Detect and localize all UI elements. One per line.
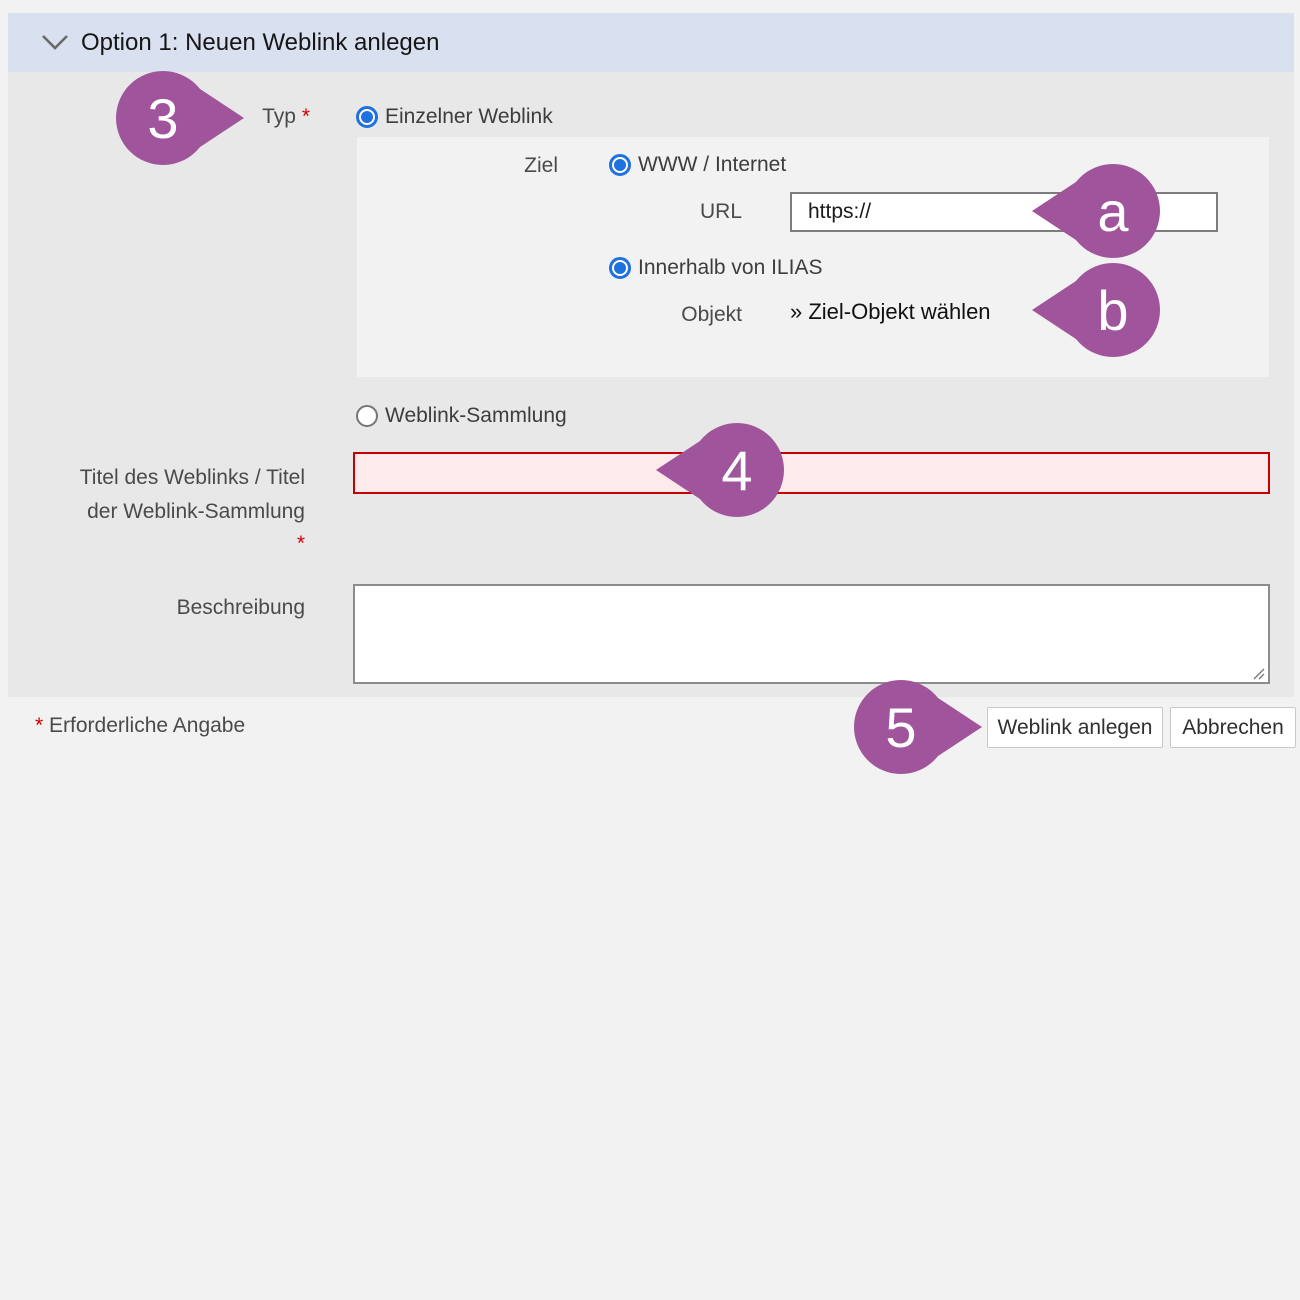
radio-www-internet-label[interactable]: WWW / Internet — [638, 153, 787, 176]
objekt-label: Objekt — [681, 303, 742, 326]
radio-innerhalb-ilias-label[interactable]: Innerhalb von ILIAS — [638, 256, 823, 279]
titel-input[interactable] — [353, 452, 1270, 494]
ziel-objekt-waehlen-link[interactable]: » Ziel-Objekt wählen — [790, 299, 991, 324]
required-asterisk: * — [296, 532, 305, 555]
url-input[interactable] — [790, 192, 1218, 232]
titel-label: Titel des Weblinks / Titel der Weblink-S… — [10, 461, 305, 559]
chevron-down-icon — [42, 35, 68, 50]
typ-label: Typ * — [262, 105, 310, 128]
ziel-label: Ziel — [524, 154, 558, 177]
accordion-header[interactable]: Option 1: Neuen Weblink anlegen — [8, 13, 1294, 72]
radio-weblink-sammlung-label[interactable]: Weblink-Sammlung — [385, 404, 567, 427]
beschreibung-label: Beschreibung — [176, 596, 305, 619]
url-label: URL — [699, 200, 742, 223]
radio-weblink-sammlung[interactable] — [356, 405, 378, 427]
beschreibung-textarea[interactable] — [353, 584, 1270, 684]
radio-einzelner-weblink[interactable] — [356, 106, 378, 128]
required-note: * Erforderliche Angabe — [35, 714, 246, 737]
required-asterisk: * — [301, 105, 310, 128]
accordion-title: Option 1: Neuen Weblink anlegen — [81, 29, 440, 56]
abbrechen-button[interactable]: Abbrechen — [1170, 707, 1296, 748]
required-asterisk: * — [35, 714, 44, 737]
radio-innerhalb-ilias[interactable] — [609, 257, 631, 279]
radio-einzelner-weblink-label[interactable]: Einzelner Weblink — [385, 105, 553, 128]
resize-grip-icon[interactable] — [1250, 665, 1266, 681]
marker-tip — [932, 694, 982, 760]
radio-www-internet[interactable] — [609, 154, 631, 176]
weblink-anlegen-button[interactable]: Weblink anlegen — [987, 707, 1163, 748]
